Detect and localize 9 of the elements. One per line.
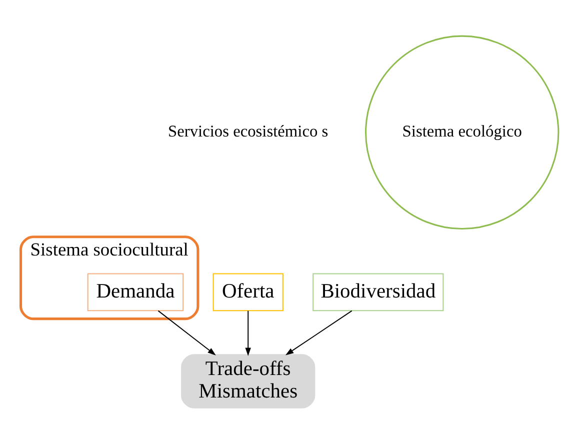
- node-box: Biodiversidad: [312, 272, 444, 311]
- arrow: [158, 310, 216, 355]
- node-box: Oferta: [212, 272, 284, 311]
- arrow: [245, 310, 251, 356]
- node-box: Demanda: [87, 272, 184, 311]
- node-circle: Sistema ecológico: [365, 34, 560, 230]
- node-box: Trade-offs Mismatches: [181, 354, 316, 408]
- label: Servicios ecosistémico s: [168, 120, 328, 140]
- arrow: [285, 310, 352, 355]
